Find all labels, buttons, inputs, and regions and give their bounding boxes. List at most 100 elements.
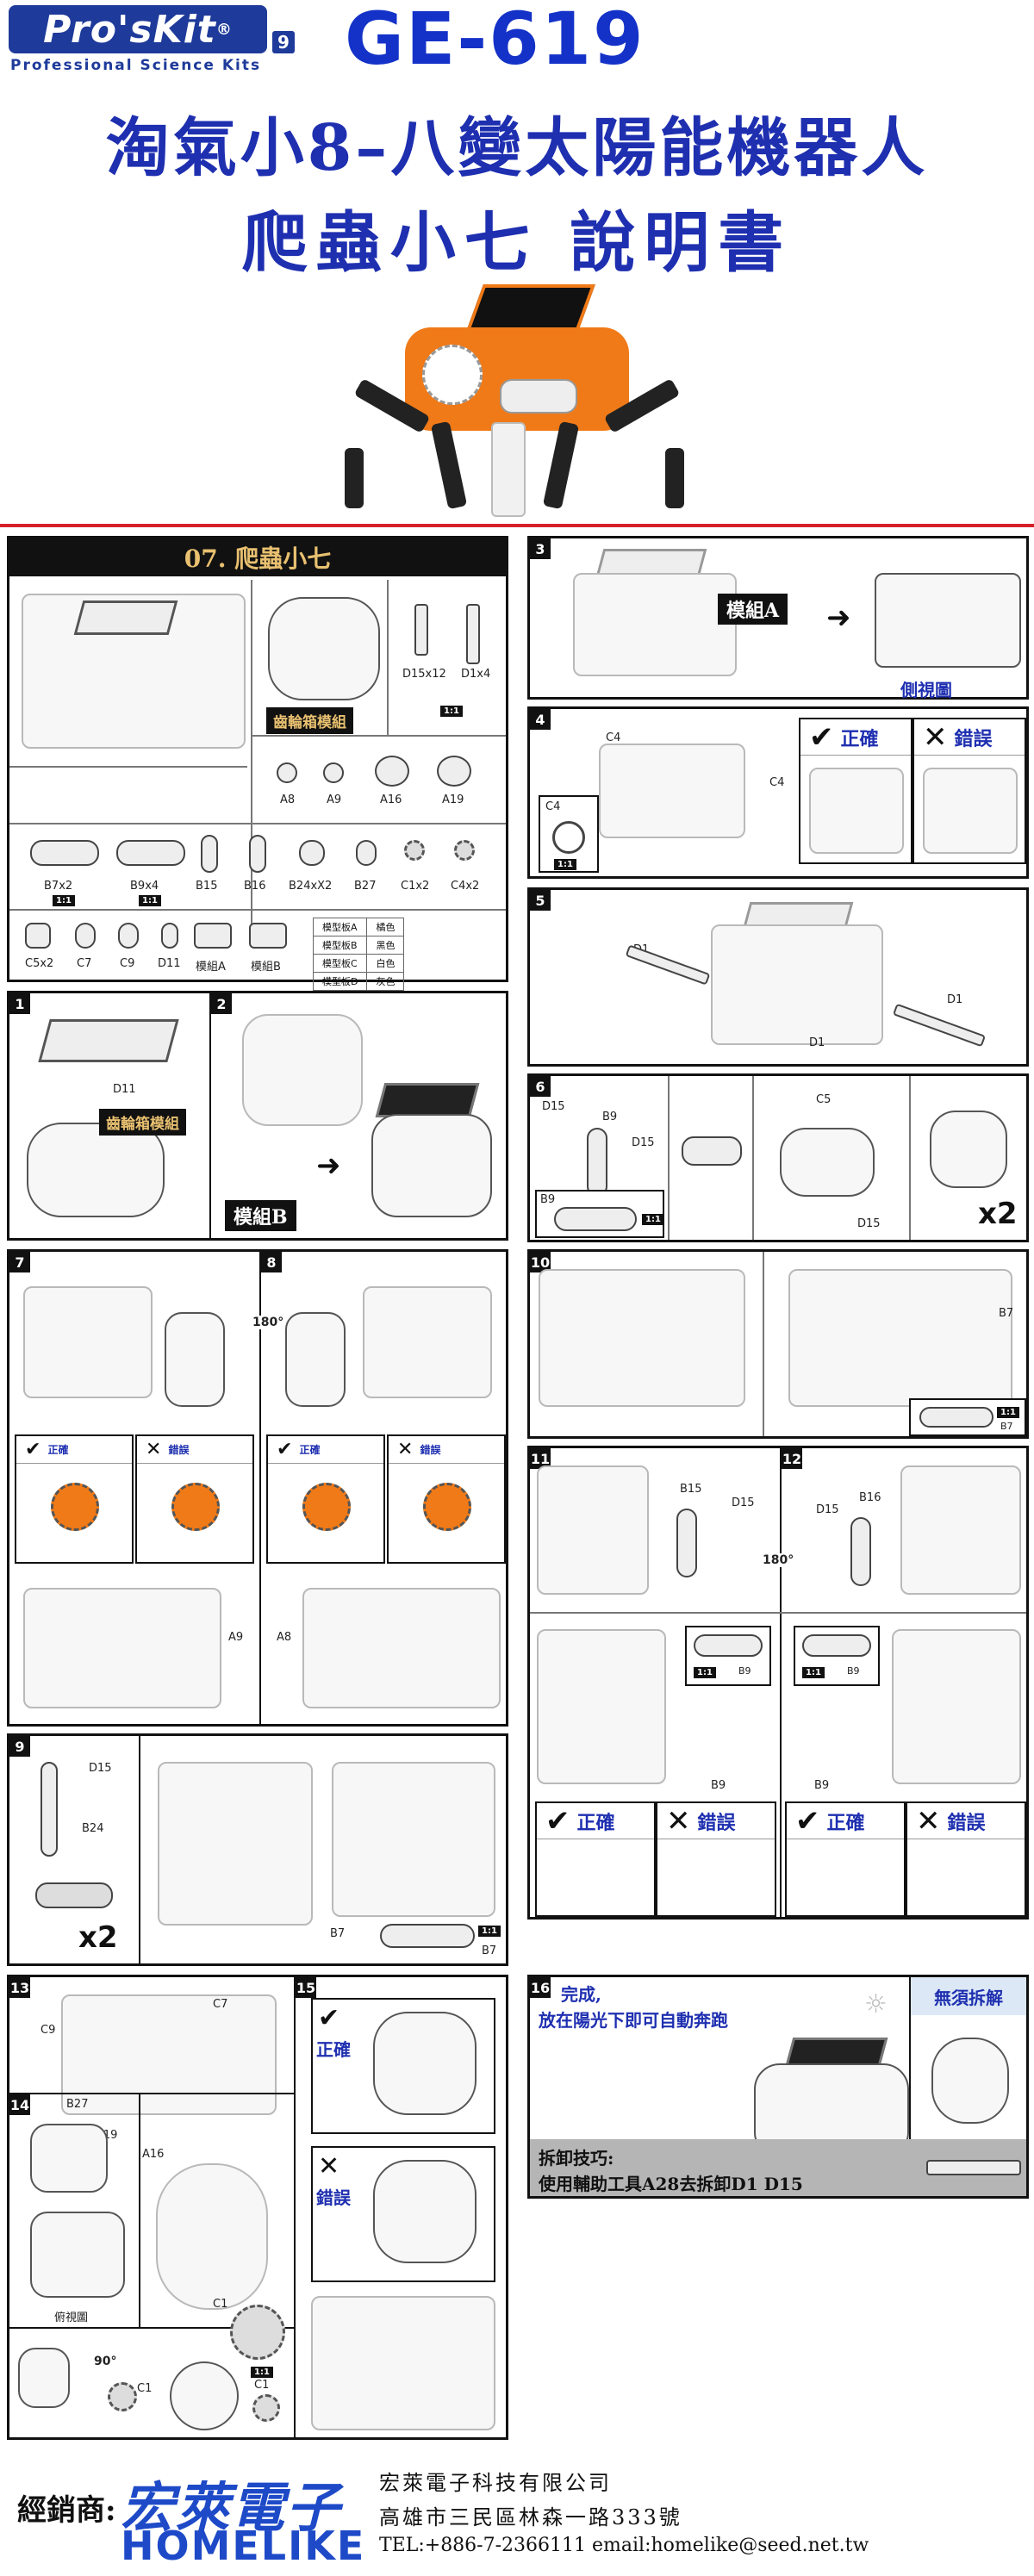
step10-label-b7: B7 [999,1307,1014,1320]
step4-correct-box: ✔正確 [799,718,913,864]
step14-rotate-label: 90° [94,2355,117,2368]
step2-module-b-tag: 模組B [225,1200,296,1231]
step4-wrong-box: ✕錯誤 [913,718,1026,864]
step6-b9-detail: B9 1:1 [535,1190,664,1238]
step12-label-b16: B16 [859,1491,881,1504]
step9-quantity: x2 [78,1920,118,1955]
brand-logo: Pro'sKit® 9 Professional Science Kits [9,5,295,74]
step-16-panel: 16 完成, 放在陽光下即可自動奔跑 ☼ ⬅ 無須拆解 拆卸技巧: 使用輔助工具… [527,1975,1029,2199]
step6-quantity: x2 [978,1197,1018,1231]
step6-ratio: 1:1 [642,1214,664,1225]
step4-label-c4a: C4 [606,731,621,744]
parts-list-panel: 07. 爬蟲小七 齒輪箱模組 D15x12 D1x4 1:1 A8 A9 A16… [7,536,508,991]
part-label-b27: B27 [354,880,377,893]
distributor-label: 經銷商: [17,2493,116,2528]
model-number: GE-619 [345,0,645,81]
header-divider [0,524,1034,527]
step6-label-b9b: B9 [540,1193,556,1206]
step-number-13: 13 [9,1977,30,1998]
step14-ratio: 1:1 [251,2367,273,2378]
part-label-b9: B9x4 [130,880,159,893]
step9-label-b24: B24 [82,1822,104,1835]
step15-wrong-label: 錯誤 [316,2187,351,2208]
ratio-badge-b7: 1:1 [53,895,75,906]
step-number-10: 10 [530,1252,551,1272]
step9-label-b7b: B7 [482,1944,497,1957]
part-label-b24: B24xX2 [289,880,333,893]
ratio-badge-b9: 1:1 [139,895,161,906]
step15-correct-box: ✔ 正確 [311,1998,495,2134]
step12-wrong-box: ✕錯誤 [906,1801,1026,1917]
tip-title: 拆卸技巧: [539,2148,614,2168]
step-4-panel: 4 C4 C4 C4 1:1 ✔正確 ✕錯誤 [527,706,1029,879]
step11-wrong-box: ✕錯誤 [656,1801,776,1917]
step6-label-c5: C5 [816,1093,832,1106]
step15-wrong-box: ✕ 錯誤 [311,2146,495,2282]
step4-c4-detail: C4 1:1 [539,795,599,873]
step-number-5: 5 [530,890,551,911]
step12-correct-box: ✔正確 [785,1801,906,1917]
parts-heading: 07. 爬蟲小七 [9,538,506,576]
step9-label-d15: D15 [89,1762,112,1775]
step12-ratio: 1:1 [802,1667,825,1678]
gearbox-label: 齒輪箱模組 [266,707,353,734]
step16-done-line2: 放在陽光下即可自動奔跑 [539,2010,728,2031]
step9-ratio: 1:1 [478,1926,501,1937]
step11-b9-detail: 1:1 B9 [685,1626,771,1686]
step-number-12: 12 [782,1448,802,1469]
step8-rotate-label: 180° [252,1316,284,1329]
hero-robot-image [345,284,689,517]
company-name: 宏萊電子科技有限公司 [379,2471,612,2495]
step11-label-b15: B15 [680,1483,702,1496]
step11-label-d15: D15 [732,1496,755,1509]
step-number-8: 8 [261,1252,282,1272]
ratio-badge: 1:1 [440,706,463,717]
gearbox-sketch [268,597,380,700]
no-disassembly-label: 無須拆解 [911,1977,1026,2015]
step6-label-d15b: D15 [632,1136,655,1149]
step15-correct-label: 正確 [316,2039,351,2060]
step-number-15: 15 [296,1977,316,1998]
step-13-15-panel: 13 C9 C7 14 B27 A19 俯視圖 A16 C1 1:1 90° C… [7,1975,508,2440]
step-1-2-panel: 1 D11 齒輪箱模組 2 ➜ 模組B [7,991,508,1241]
distributor-logo-en: HOMELIKE [121,2523,366,2569]
step3-side-view: 側視圖 [900,680,952,700]
step-5-panel: 5 D1 D1 D1 [527,887,1029,1067]
part-label-c5: C5x2 [25,957,54,970]
step-11-12-panel: 11 12 B15 D15 D15 B16 180° 1:1 B9 B9 1:1… [527,1446,1029,1920]
step12-rotate-label: 180° [763,1553,794,1567]
part-label-d11: D11 [158,957,181,970]
brand-name: Pro'sKit® [9,5,267,53]
step13-label-c9: C9 [40,2024,56,2037]
company-address: 高雄市三民區林森一路333號 [379,2505,682,2529]
step-10-panel: 10 B7 1:1 B7 [527,1249,1029,1439]
step1-gearbox-tag: 齒輪箱模組 [99,1109,186,1136]
part-label-a9: A9 [327,793,342,806]
tip-text: 使用輔助工具A28去拆卸D1 D15 [539,2174,803,2194]
step-number-6: 6 [530,1076,551,1097]
step3-arrow: ➜ [826,600,851,635]
part-label-a19: A19 [442,793,464,806]
step14-label-c1c: C1 [254,2379,270,2392]
step14-label-b27: B27 [66,2098,89,2111]
distributor-logo-cn: 宏萊電子 [121,2476,342,2539]
step4-label-c4c: C4 [545,800,561,813]
step8-label-a8: A8 [277,1631,292,1644]
part-label-b15: B15 [196,880,218,893]
part-label-c4: C4x2 [451,880,480,893]
title-line-1: 淘氣小8–八變太陽能機器人 [105,111,929,185]
part-label-a8: A8 [280,793,296,806]
part-label-d15: D15x12 [402,668,446,681]
step-7-8-panel: 7 8 180° ✔正確 ✕錯誤 ✔正確 ✕錯誤 A9 A8 [7,1249,508,1727]
step11-label-b9b: B9 [711,1779,726,1792]
part-label-b16: B16 [244,880,266,893]
step12-b9-detail: 1:1 B9 [794,1626,880,1686]
step11-correct-box: ✔正確 [535,1801,656,1917]
step10-ratio: 1:1 [997,1407,1019,1418]
step-number-1: 1 [9,993,30,1014]
step5-label-d1c: D1 [809,1036,825,1049]
step6-label-d15c: D15 [857,1217,881,1230]
step6-label-d15a: D15 [542,1100,565,1113]
part-label-module-b: 模組B [251,961,281,974]
part-label-d1: D1x4 [461,668,491,681]
